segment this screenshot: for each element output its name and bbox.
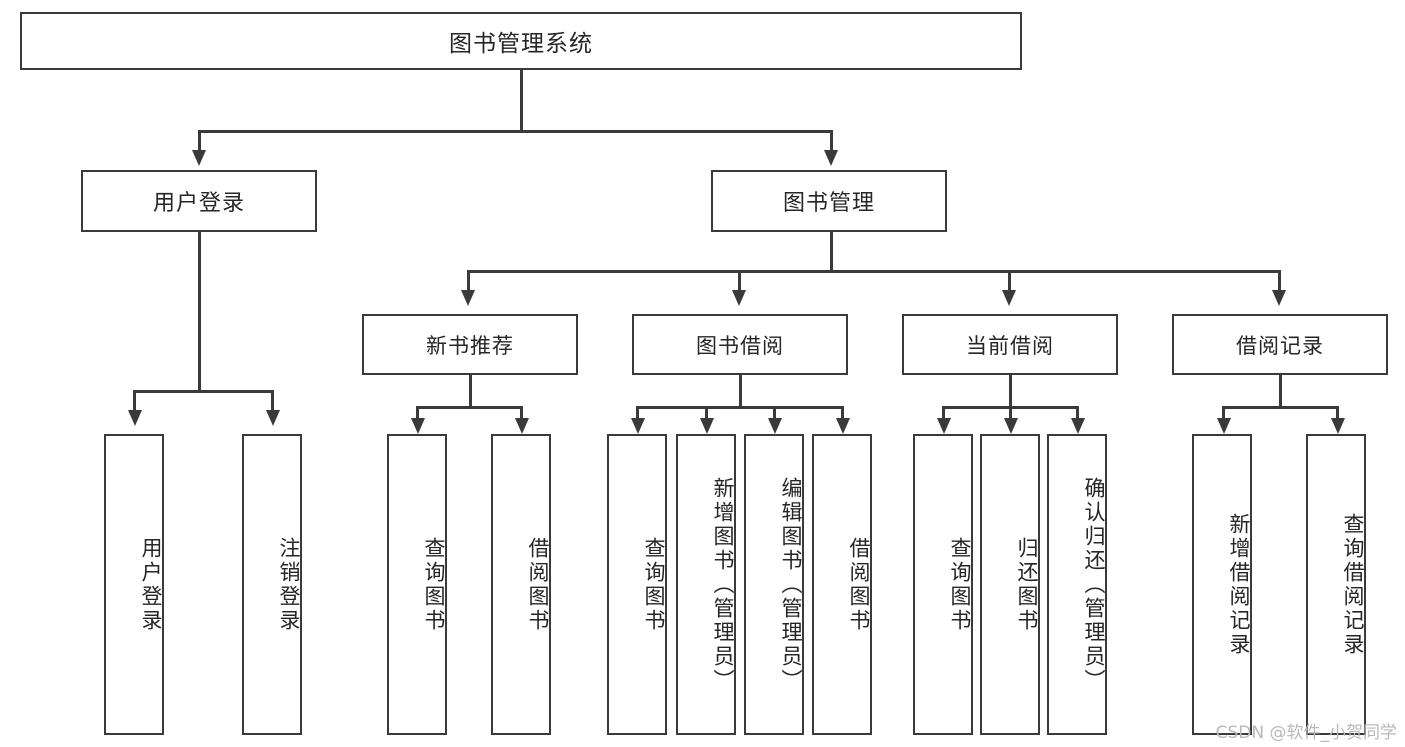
connector-currentborrow-down xyxy=(1009,375,1012,408)
arrow-icon-bookborrow-l3 xyxy=(768,418,782,434)
leaf-newbook-query-book[interactable]: 查询图书 xyxy=(387,434,447,735)
node-label: 新书推荐 xyxy=(426,333,514,358)
node-current-borrow[interactable]: 当前借阅 xyxy=(902,314,1118,375)
arrow-icon-userlogin-leaf1 xyxy=(128,410,142,426)
arrow-icon-to-book-mgmt xyxy=(824,150,838,166)
leaf-label: 查询图书 xyxy=(948,536,972,633)
leaf-bookborrow-borrow-book[interactable]: 借阅图书 xyxy=(812,434,872,735)
leaf-label: 确认归还（管理员） xyxy=(1082,476,1106,693)
connector-root-bus xyxy=(198,130,832,133)
leaf-label: 查询图书 xyxy=(642,536,666,633)
leaf-label: 借阅图书 xyxy=(526,536,550,633)
connector-currentborrow-l1 xyxy=(942,406,945,420)
connector-newbook-bus xyxy=(416,406,522,409)
node-new-book-recommend[interactable]: 新书推荐 xyxy=(362,314,578,375)
arrow-icon-borrowrecord-l1 xyxy=(1217,418,1231,434)
leaf-logout[interactable]: 注销登录 xyxy=(242,434,302,735)
leaf-label: 查询图书 xyxy=(422,536,446,633)
node-book-management-system[interactable]: 图书管理系统 xyxy=(20,12,1022,70)
connector-bookborrow-l1 xyxy=(636,406,639,420)
connector-userlogin-leaf2 xyxy=(271,390,274,412)
leaf-currentborrow-return-book[interactable]: 归还图书 xyxy=(980,434,1040,735)
connector-borrowrecord-bus xyxy=(1222,406,1338,409)
connector-borrowrecord-l1 xyxy=(1222,406,1225,420)
connector-root-to-book-mgmt xyxy=(830,130,833,152)
node-label: 当前借阅 xyxy=(966,333,1054,358)
node-label: 图书借阅 xyxy=(696,333,784,358)
connector-newbook-l2 xyxy=(520,406,523,420)
leaf-label: 编辑图书（管理员） xyxy=(779,476,803,693)
leaf-label: 查询借阅记录 xyxy=(1341,512,1365,657)
connector-userlogin-down xyxy=(198,232,201,392)
node-borrow-record[interactable]: 借阅记录 xyxy=(1172,314,1388,375)
arrow-icon-bookborrow-l2 xyxy=(700,418,714,434)
connector-root-down xyxy=(520,70,523,132)
arrow-icon-currentborrow-l1 xyxy=(937,418,951,434)
arrow-icon-borrowrecord-l2 xyxy=(1331,418,1345,434)
leaf-label: 注销登录 xyxy=(277,536,301,633)
connector-borrowrecord-l2 xyxy=(1336,406,1339,420)
connector-bookborrow-down xyxy=(739,375,742,408)
node-label: 借阅记录 xyxy=(1236,333,1324,358)
node-book-borrow[interactable]: 图书借阅 xyxy=(632,314,848,375)
connector-userlogin-bus xyxy=(133,390,273,393)
arrow-icon-newbook-l1 xyxy=(411,418,425,434)
connector-bookmgmt-down xyxy=(830,232,833,272)
connector-root-to-user-login xyxy=(198,130,201,152)
arrow-icon-currentborrow-l3 xyxy=(1071,418,1085,434)
connector-newbook-l1 xyxy=(416,406,419,420)
connector-bookborrow-l3 xyxy=(773,406,776,420)
connector-bookborrow-bus xyxy=(636,406,844,409)
connector-bookborrow-l4 xyxy=(841,406,844,420)
arrow-icon-to-current-borrow xyxy=(1002,290,1016,306)
connector-userlogin-leaf1 xyxy=(133,390,136,412)
arrow-icon-userlogin-leaf2 xyxy=(266,410,280,426)
leaf-bookborrow-query-book[interactable]: 查询图书 xyxy=(607,434,667,735)
node-book-management[interactable]: 图书管理 xyxy=(711,170,947,232)
leaf-currentborrow-query-book[interactable]: 查询图书 xyxy=(913,434,973,735)
connector-bookmgmt-c1 xyxy=(467,270,470,292)
connector-newbook-down xyxy=(469,375,472,408)
arrow-icon-bookborrow-l1 xyxy=(631,418,645,434)
arrow-icon-to-new-book xyxy=(461,290,475,306)
leaf-label: 新增借阅记录 xyxy=(1227,512,1251,657)
leaf-bookborrow-add-book-admin[interactable]: 新增图书（管理员） xyxy=(676,434,736,735)
connector-bookborrow-l2 xyxy=(705,406,708,420)
connector-bookmgmt-c4 xyxy=(1278,270,1281,292)
leaf-label: 归还图书 xyxy=(1015,536,1039,633)
leaf-label: 借阅图书 xyxy=(847,536,871,633)
arrow-icon-newbook-l2 xyxy=(515,418,529,434)
connector-bookmgmt-bus xyxy=(467,270,1280,273)
leaf-label: 新增图书（管理员） xyxy=(711,476,735,693)
leaf-newbook-borrow-book[interactable]: 借阅图书 xyxy=(491,434,551,735)
node-label: 图书管理 xyxy=(782,191,875,216)
node-label: 用户登录 xyxy=(152,191,245,216)
connector-borrowrecord-down xyxy=(1279,375,1282,408)
node-label: 图书管理系统 xyxy=(449,31,593,57)
connector-currentborrow-l3 xyxy=(1076,406,1079,420)
leaf-user-login[interactable]: 用户登录 xyxy=(104,434,164,735)
leaf-currentborrow-confirm-return-admin[interactable]: 确认归还（管理员） xyxy=(1047,434,1107,735)
leaf-borrowrecord-query-record[interactable]: 查询借阅记录 xyxy=(1306,434,1366,735)
arrow-icon-to-book-borrow xyxy=(732,290,746,306)
arrow-icon-bookborrow-l4 xyxy=(836,418,850,434)
arrow-icon-currentborrow-l2 xyxy=(1004,418,1018,434)
connector-bookmgmt-c3 xyxy=(1008,270,1011,292)
connector-currentborrow-l2 xyxy=(1009,406,1012,420)
arrow-icon-to-user-login xyxy=(192,150,206,166)
node-user-login[interactable]: 用户登录 xyxy=(81,170,317,232)
arrow-icon-to-borrow-record xyxy=(1272,290,1286,306)
connector-bookmgmt-c2 xyxy=(738,270,741,292)
leaf-bookborrow-edit-book-admin[interactable]: 编辑图书（管理员） xyxy=(744,434,804,735)
leaf-label: 用户登录 xyxy=(139,536,163,633)
leaf-borrowrecord-add-record[interactable]: 新增借阅记录 xyxy=(1192,434,1252,735)
